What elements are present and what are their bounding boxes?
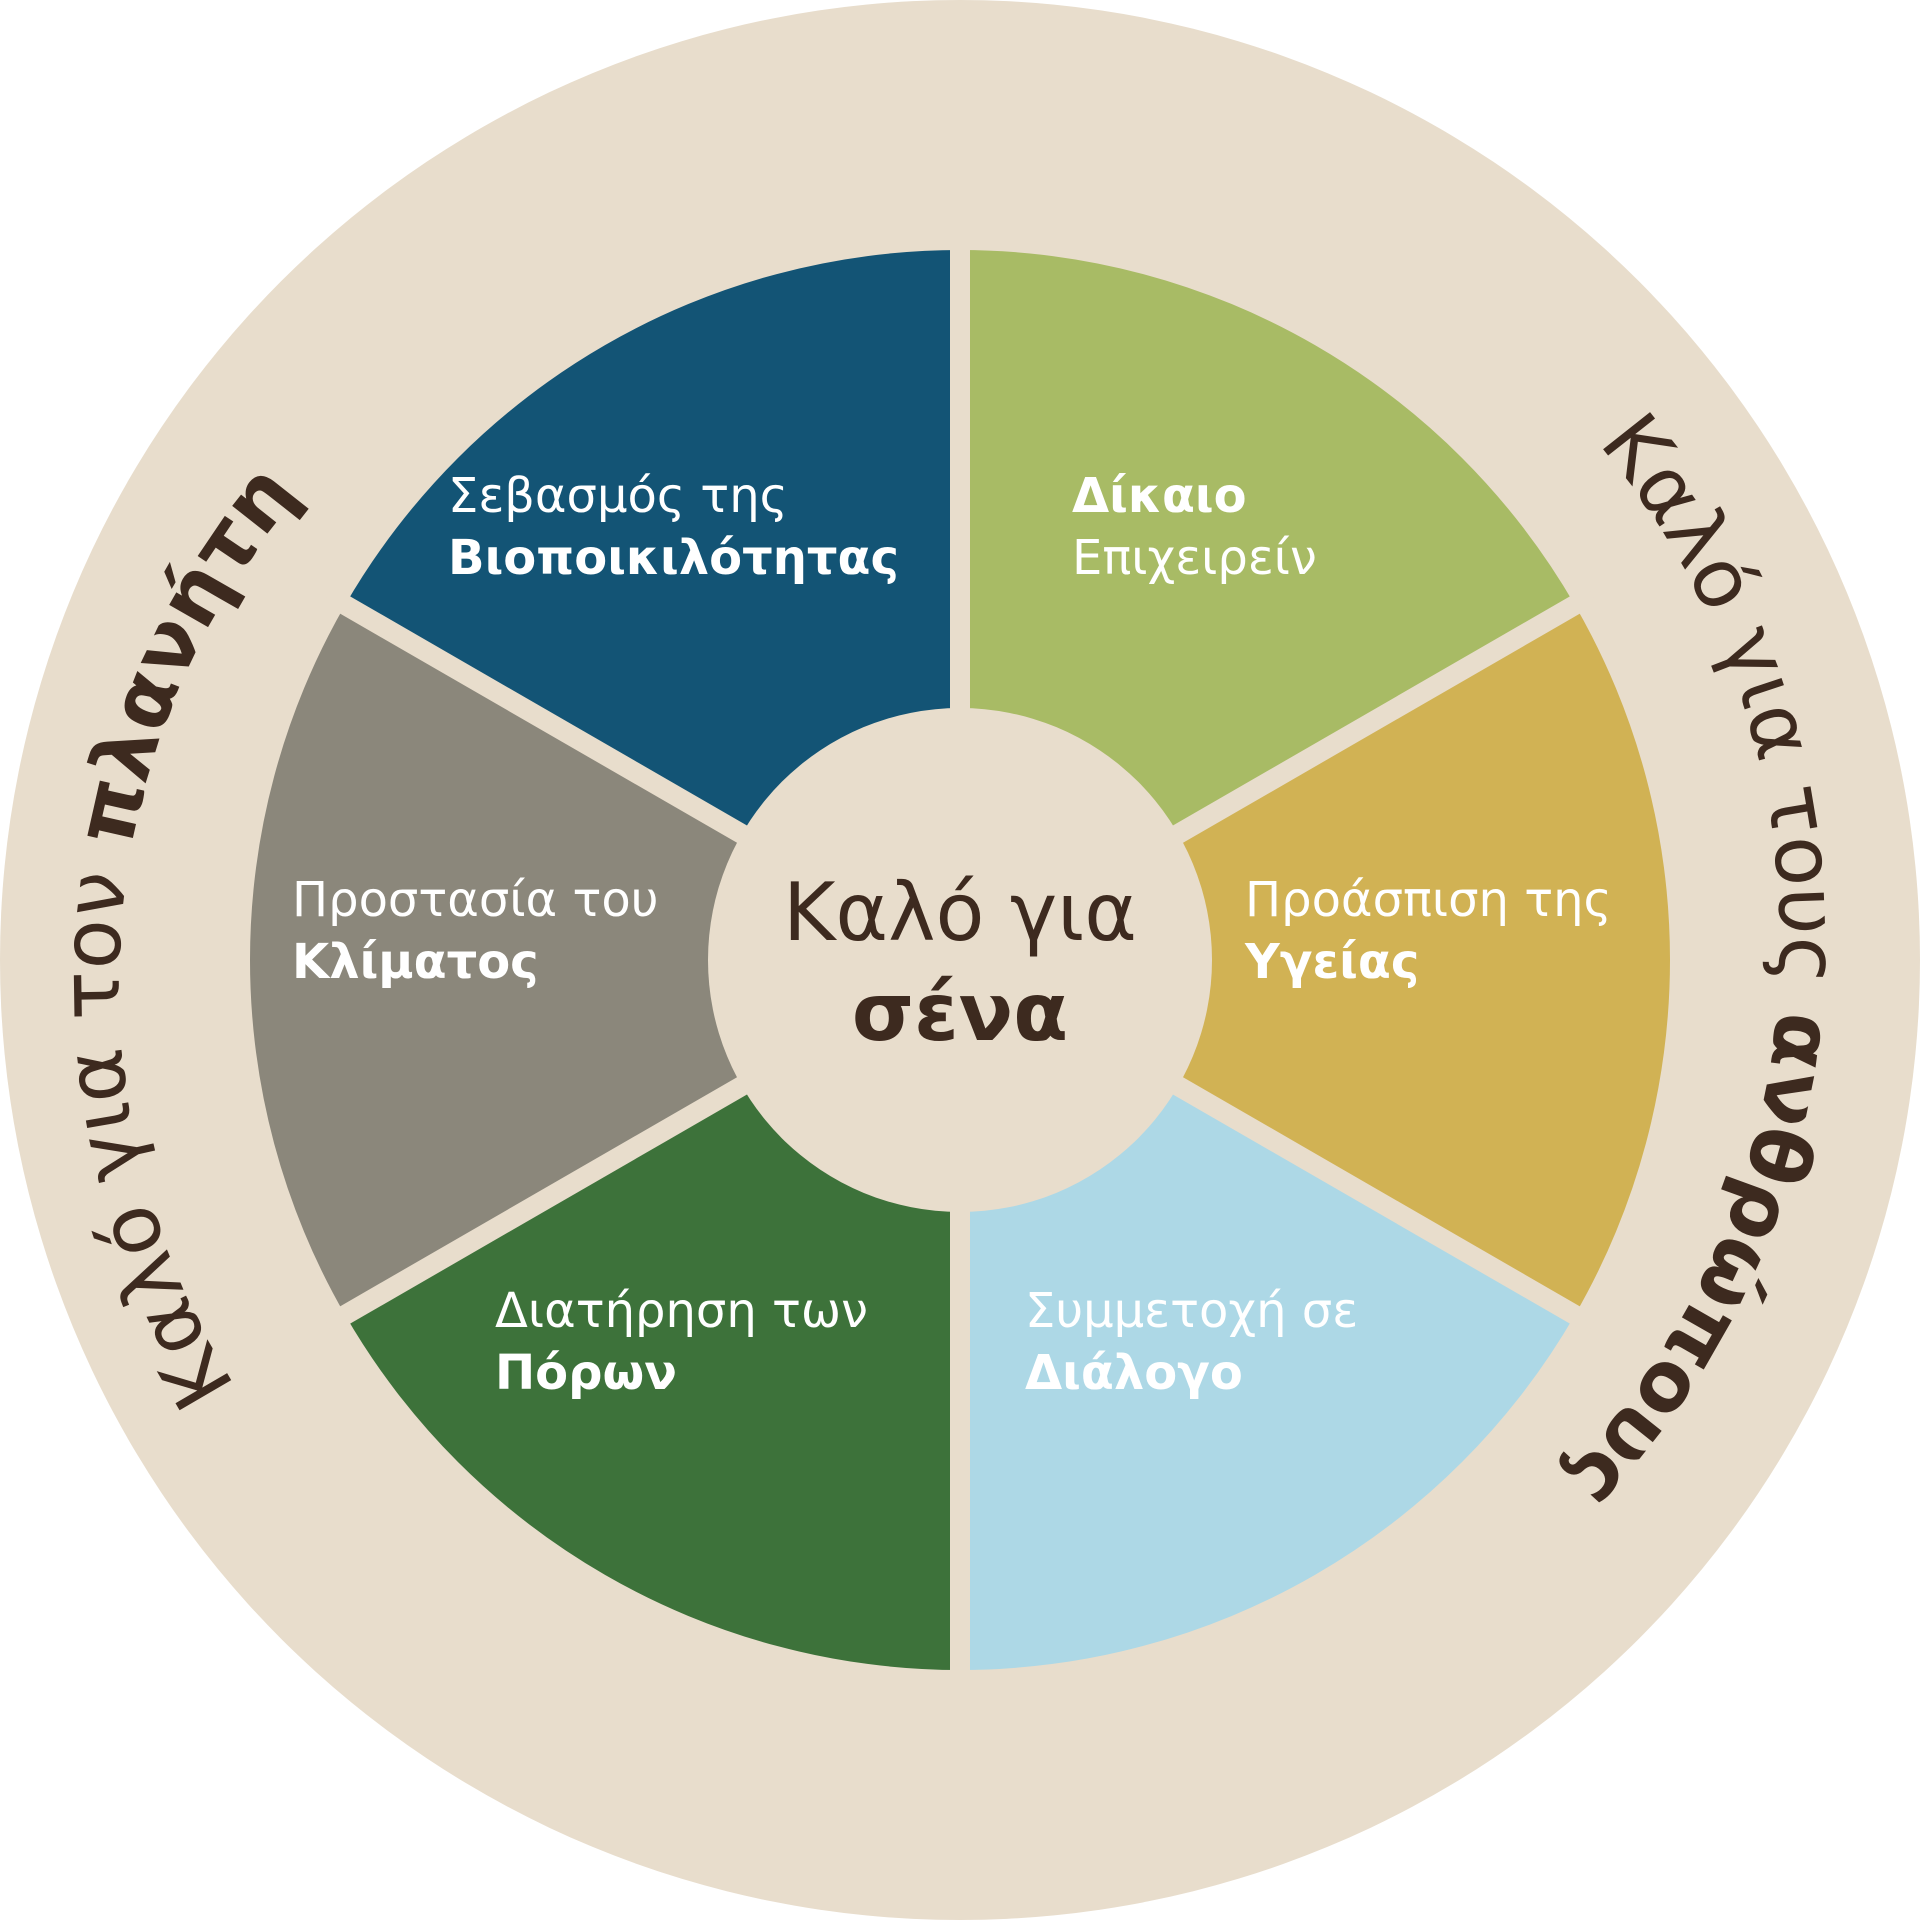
segment-label-line1: Προάσπιση της — [1245, 872, 1612, 928]
segment-fair-business — [1176, 605, 1670, 1315]
center-hub — [708, 708, 1212, 1212]
segment-label-line1: Διατήρηση των — [495, 1283, 868, 1339]
center-label-line2: σένα — [852, 966, 1068, 1059]
segment-resources — [249, 605, 744, 1315]
segment-label-line2: Υγείας — [1244, 934, 1419, 990]
segment-label-line2: Βιοποικιλότητας — [448, 530, 899, 586]
segment-label-line2: Επιχειρείν — [1072, 530, 1317, 586]
segment-label-line2: Κλίματος — [292, 934, 539, 990]
segment-label-line1: Συμμετοχή σε — [1025, 1283, 1358, 1339]
segment-label-dialogue: Συμμετοχή σε Διάλογο — [1025, 1283, 1358, 1401]
segment-label-line1: Προστασία του — [292, 872, 659, 928]
segment-label-line1: Δίκαιο — [1072, 468, 1247, 524]
segment-label-line1: Σεβασμός της — [448, 468, 788, 524]
segment-label-line2: Διάλογο — [1025, 1345, 1243, 1401]
center-label-line1: Καλό για — [783, 866, 1137, 959]
segment-label-line2: Πόρων — [495, 1345, 677, 1401]
